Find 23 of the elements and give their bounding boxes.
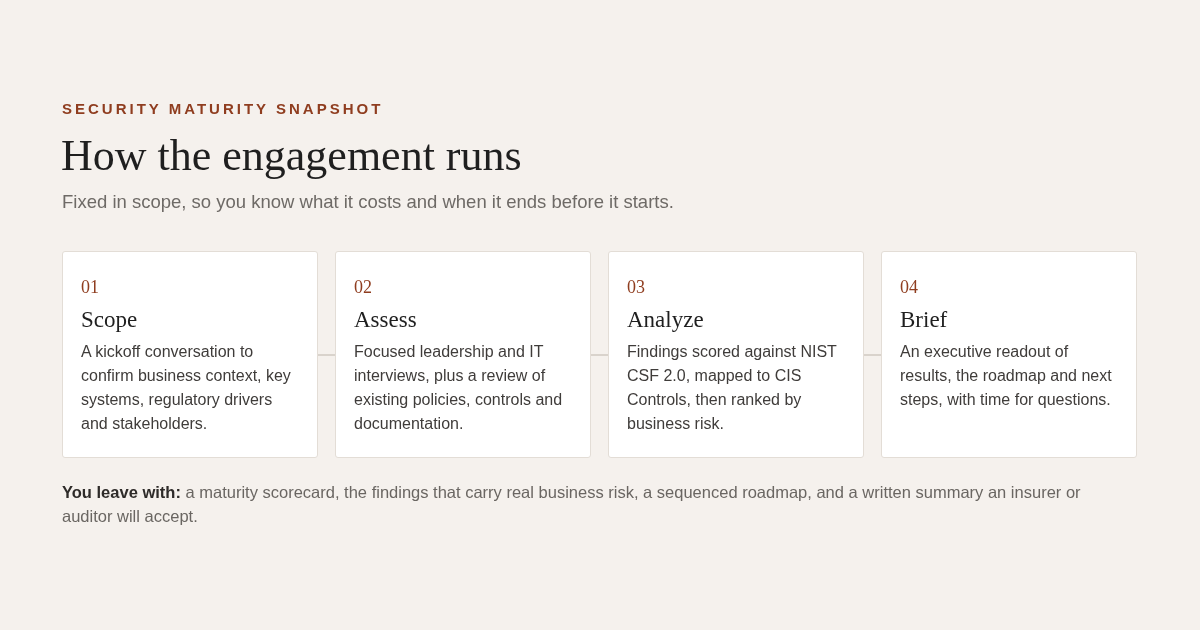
step-title: Scope xyxy=(81,306,138,334)
connector-line xyxy=(590,354,609,356)
subtitle-text: Fixed in scope, so you know what it costs and when it ends before it starts. xyxy=(62,191,674,213)
step-title: Analyze xyxy=(627,306,704,334)
step-card xyxy=(881,251,1137,458)
step-description: An executive readout of results, the roadmap and next steps, with time for questions. xyxy=(900,342,1113,410)
step-card xyxy=(335,251,591,458)
step-card xyxy=(608,251,864,458)
page-title: How the engagement runs xyxy=(61,131,522,181)
eyebrow-heading: SECURITY MATURITY SNAPSHOT xyxy=(62,100,384,118)
step-description: Focused leadership and IT interviews, plus a review of existing policies, controls and documentation. xyxy=(354,342,564,434)
step-number: 03 xyxy=(627,276,645,298)
connector-line xyxy=(317,354,336,356)
summary-note: You leave with: a maturity scorecard, the findings that carry real business risk, a sequenced roadmap, and a written summary an insurer or auditor will accept. xyxy=(62,482,1082,527)
step-number: 02 xyxy=(354,276,372,298)
step-number: 04 xyxy=(900,276,918,298)
step-title: Assess xyxy=(354,306,417,334)
step-card xyxy=(62,251,318,458)
step-description: A kickoff conversation to confirm business context, key systems, regulatory drivers and stakeholders. xyxy=(81,342,292,434)
step-description: Findings scored against NIST CSF 2.0, mapped to CIS Controls, then ranked by business risk. xyxy=(627,342,838,434)
step-number: 01 xyxy=(81,276,99,298)
step-title: Brief xyxy=(900,306,948,334)
connector-line xyxy=(863,354,882,356)
